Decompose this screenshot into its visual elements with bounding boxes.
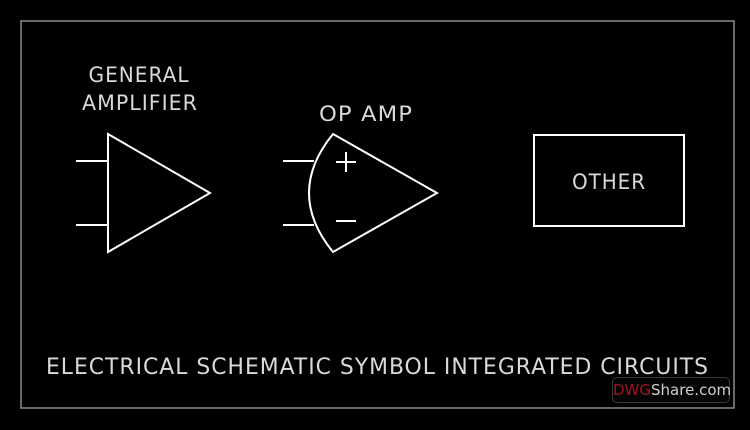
general-amplifier-symbol: [76, 132, 212, 254]
amplifier-triangle-icon: [107, 132, 212, 254]
op-amp-label: OP AMP: [319, 102, 413, 126]
op-amp-symbol: [283, 132, 440, 254]
op-amp-body-icon: [308, 132, 440, 254]
watermark-brand-rest: Share.com: [651, 381, 732, 399]
watermark-brand-red: DWG: [613, 381, 652, 399]
general-amplifier-label-line2: AMPLIFIER: [82, 91, 198, 115]
drawing-title: ELECTRICAL SCHEMATIC SYMBOL INTEGRATED C…: [46, 355, 709, 380]
dwgshare-watermark[interactable]: DWGShare.com: [612, 377, 732, 403]
drawing-border: [20, 20, 735, 409]
other-box: [533, 134, 685, 227]
other-label: OTHER: [572, 170, 646, 194]
general-amplifier-label-line1: GENERAL: [89, 63, 190, 87]
